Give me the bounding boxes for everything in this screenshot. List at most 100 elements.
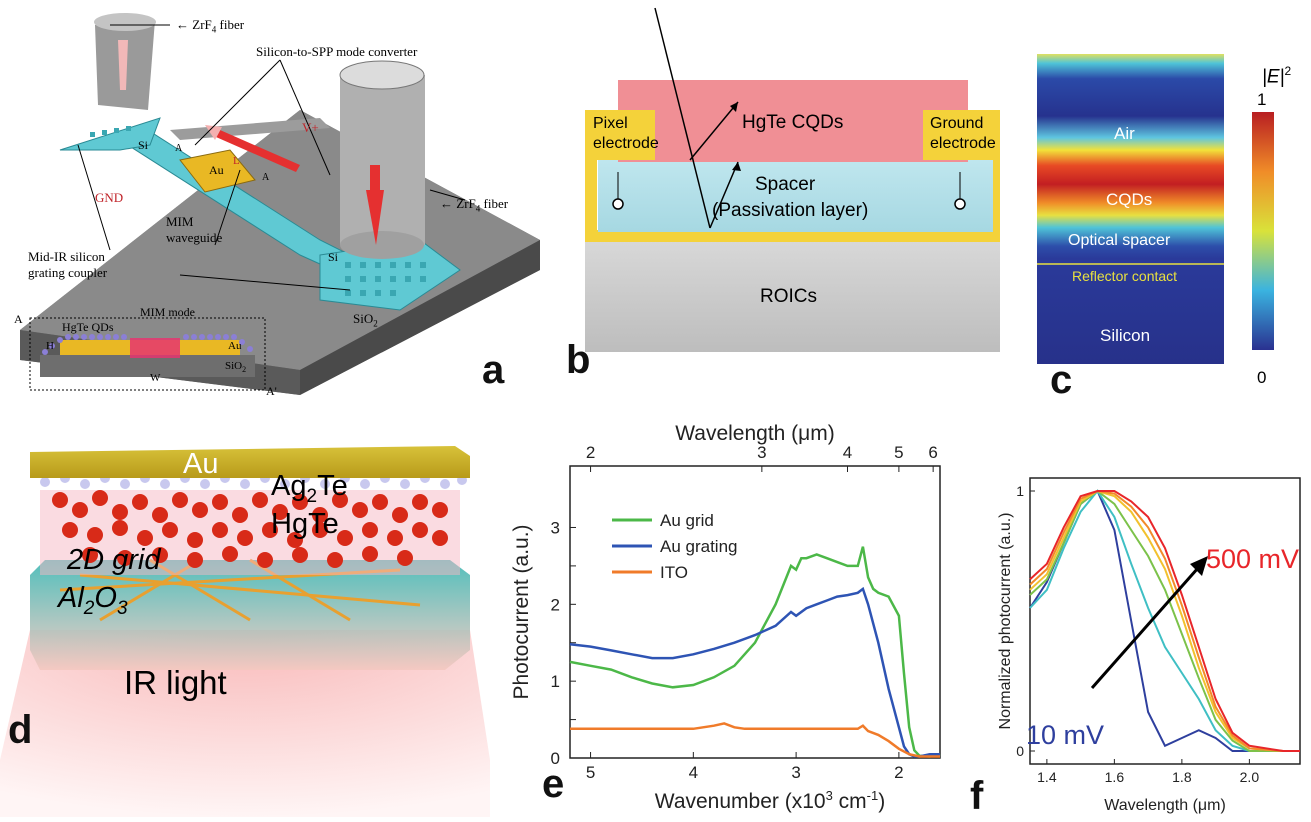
a-mark-label: A [175, 143, 183, 154]
series-line-au-grating [569, 586, 940, 758]
passivation-label: (Passivation layer) [712, 200, 869, 221]
chart-e-frame [569, 465, 941, 759]
al2o3-text-b: O [94, 582, 117, 614]
fiber-top-sub: 4 [211, 24, 217, 35]
arrow-left-icon: ← [176, 17, 193, 32]
top-tick-label: 3 [757, 443, 766, 462]
x-axis-label-part: 3 [826, 788, 833, 803]
panel-c-field-map [1037, 54, 1274, 364]
mim-waveguide-label: MIM waveguide [166, 214, 223, 245]
cqds-label: HgTe CQDs [742, 112, 844, 133]
converter-label: Silicon-to-SPP mode converter [256, 44, 418, 59]
inset-sio2-label: SiO2 [225, 360, 246, 374]
voltage-arrow [1090, 567, 1200, 689]
y-tick-label: 0 [1016, 743, 1024, 759]
x-tick-label: 1.4 [1037, 769, 1057, 785]
si-right-label: Si [328, 250, 339, 264]
inset-a-prime-label: A' [266, 384, 277, 398]
fiber-top-suffix: fiber [216, 17, 245, 32]
fiber-right-suffix: fiber [480, 196, 509, 211]
pixel-electrode-label: Pixel electrode [593, 115, 659, 152]
panel-b: HgTe CQDs Pixel electrode Ground electro… [560, 0, 1020, 400]
inset-sio2-text: SiO [225, 360, 243, 372]
top-tick-label: 5 [894, 443, 903, 462]
inset-sio2-sub: 2 [242, 365, 247, 375]
reflector-contact-label: Reflector contact [1072, 268, 1178, 284]
top-tick-label: 4 [843, 443, 852, 462]
al2o3-sub-2: 3 [116, 597, 128, 619]
top-tick-label: 2 [586, 443, 595, 462]
x-tick-label: 3 [791, 763, 800, 782]
air-label: Air [1114, 124, 1135, 143]
inset-au-label: Au [228, 340, 242, 352]
x-tick-label: 1.8 [1172, 769, 1192, 785]
y-tick-label: 1 [551, 672, 560, 691]
a-mark-label-2: A [262, 172, 270, 183]
ir-light-label: IR light [124, 664, 227, 701]
silicon-label: Silicon [1100, 326, 1151, 345]
panel-e-label: e [542, 762, 565, 806]
si-left-label: Si [138, 138, 149, 152]
al2o3-sub-1: 2 [83, 597, 95, 619]
inset-h-label: H [46, 340, 54, 352]
gnd-label: GND [95, 190, 124, 205]
cqds-layer-label: CQDs [1106, 190, 1153, 209]
spacer-label: Spacer [755, 174, 816, 195]
au-pad-label: Au [209, 163, 224, 177]
series-line-5 [1029, 489, 1300, 752]
y-tick-label: 0 [551, 749, 560, 768]
sio2-main-sub: 2 [373, 318, 378, 329]
panel-d-label: d [8, 708, 33, 752]
legend-label: Au grid [660, 511, 714, 530]
panel-a-label: a [482, 348, 505, 392]
series-line-ito [570, 722, 940, 758]
x-axis-label: Wavenumber (x103 cm-1) [655, 788, 885, 813]
panel-d: Au Ag2Te HgTe 2D grid Al2O3 IR light d [0, 420, 490, 817]
x-axis-label: Wavelength (μm) [1104, 797, 1226, 814]
y-axis-label: Normalized photocurrent (a.u.) [997, 513, 1014, 730]
x-axis-label-part: -1 [867, 788, 879, 803]
x-axis-label-part: Wavenumber (x10 [655, 790, 826, 813]
panel-a-device-illustration [20, 13, 540, 395]
ag2te-text-b: Te [317, 470, 348, 502]
inset-hgte-label: HgTe QDs [62, 320, 114, 334]
fiber-top-label: ← ZrF4 fiber [176, 17, 244, 35]
x-tick-label: 2 [894, 763, 903, 782]
ag2te-text-a: Ag [271, 470, 307, 502]
ag2te-sub: 2 [306, 485, 318, 507]
al2o3-text-a: Al [58, 582, 84, 614]
panel-b-cross-section [585, 7, 1000, 352]
grid-label: 2D grid [67, 544, 161, 576]
series-line-3 [1029, 489, 1300, 752]
chart-f-frame [1029, 477, 1301, 765]
y-tick-label: 1 [1016, 483, 1024, 499]
inset-w-label: W [150, 372, 161, 384]
voltage-arrowhead [1190, 556, 1208, 576]
top-tick-label: 6 [928, 443, 937, 462]
ag2te-label: Ag2Te [271, 470, 348, 508]
length-label: L [233, 155, 240, 167]
grating-coupler-label: Mid-IR silicon grating coupler [28, 249, 108, 280]
colorbar-min-label: 0 [1257, 368, 1267, 387]
fiber-right-sub: 4 [475, 203, 481, 214]
colorbar-max-label: 1 [1257, 90, 1267, 109]
sio2-main-text: SiO [353, 311, 374, 326]
series-line-au-grid [569, 546, 941, 758]
inset-a-label: A [14, 312, 23, 326]
x-axis-label-part: ) [878, 790, 885, 813]
inset-mim-mode-label: MIM mode [140, 305, 195, 319]
panel-c: Air CQDs Optical spacer Reflector contac… [1020, 0, 1311, 400]
au-layer-label: Au [183, 448, 219, 480]
series-line-6 [1029, 490, 1300, 752]
al2o3-label: Al2O3 [58, 582, 128, 620]
x-tick-label: 1.6 [1105, 769, 1125, 785]
fiber-right-label: ← ZrF4 fiber [440, 196, 508, 214]
hgte-label: HgTe [271, 508, 339, 540]
fiber-top-text: ZrF [192, 17, 212, 32]
series-line-2 [1029, 489, 1300, 752]
fiber-right-text: ZrF [456, 196, 476, 211]
